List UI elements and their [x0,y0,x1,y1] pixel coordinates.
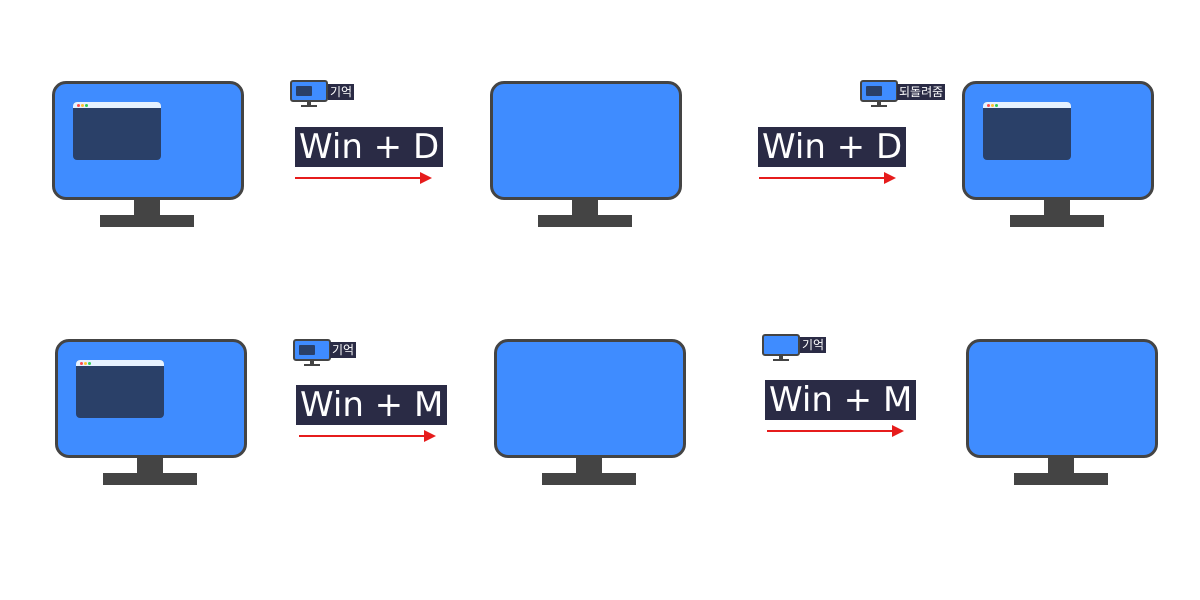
monitor-base [103,473,197,485]
monitor-base [538,215,632,227]
monitor-row1-after [962,81,1154,231]
monitor-screen [55,339,247,458]
mini-monitor-with-window-icon [293,339,331,366]
close-dot-icon [77,103,80,107]
monitor-screen [490,81,682,200]
monitor-base [542,473,636,485]
shortcut-label: Win + D [758,127,907,167]
monitor-row2-before [55,339,247,489]
monitor-row2-desktop [494,339,686,489]
app-window-icon [76,360,164,418]
maximize-dot-icon [85,103,88,107]
app-window-icon [73,102,161,160]
monitor-neck [1048,458,1074,474]
arrow-right-icon [759,172,896,184]
restore-badge: 되돌려줌 [897,84,946,100]
maximize-dot-icon [88,361,91,365]
shortcut-label: Win + M [765,380,917,420]
minimize-dot-icon [84,361,87,365]
monitor-neck [576,458,602,474]
window-titlebar [76,360,164,366]
monitor-screen [966,339,1158,458]
arrow-right-icon [299,430,436,442]
monitor-neck [134,200,160,216]
monitor-screen [962,81,1154,200]
mini-monitor-empty-icon [762,334,800,361]
shortcut-label: Win + D [295,127,444,167]
maximize-dot-icon [995,103,998,107]
window-titlebar [73,102,161,108]
monitor-row2-after [966,339,1158,489]
monitor-row1-before [52,81,244,231]
monitor-base [100,215,194,227]
minimize-dot-icon [991,103,994,107]
close-dot-icon [80,361,83,365]
monitor-base [1014,473,1108,485]
mini-monitor-with-window-icon [860,80,898,107]
shortcut-label: Win + M [296,385,448,425]
minimize-dot-icon [81,103,84,107]
window-titlebar [983,102,1071,108]
app-window-icon [983,102,1071,160]
monitor-neck [572,200,598,216]
monitor-screen [52,81,244,200]
memory-badge: 기억 [800,337,827,353]
memory-badge: 기억 [328,84,355,100]
monitor-row1-desktop [490,81,682,231]
monitor-neck [137,458,163,474]
arrow-right-icon [767,425,904,437]
close-dot-icon [987,103,990,107]
monitor-screen [494,339,686,458]
mini-monitor-with-window-icon [290,80,328,107]
arrow-right-icon [295,172,432,184]
monitor-base [1010,215,1104,227]
memory-badge: 기억 [330,342,357,358]
monitor-neck [1044,200,1070,216]
